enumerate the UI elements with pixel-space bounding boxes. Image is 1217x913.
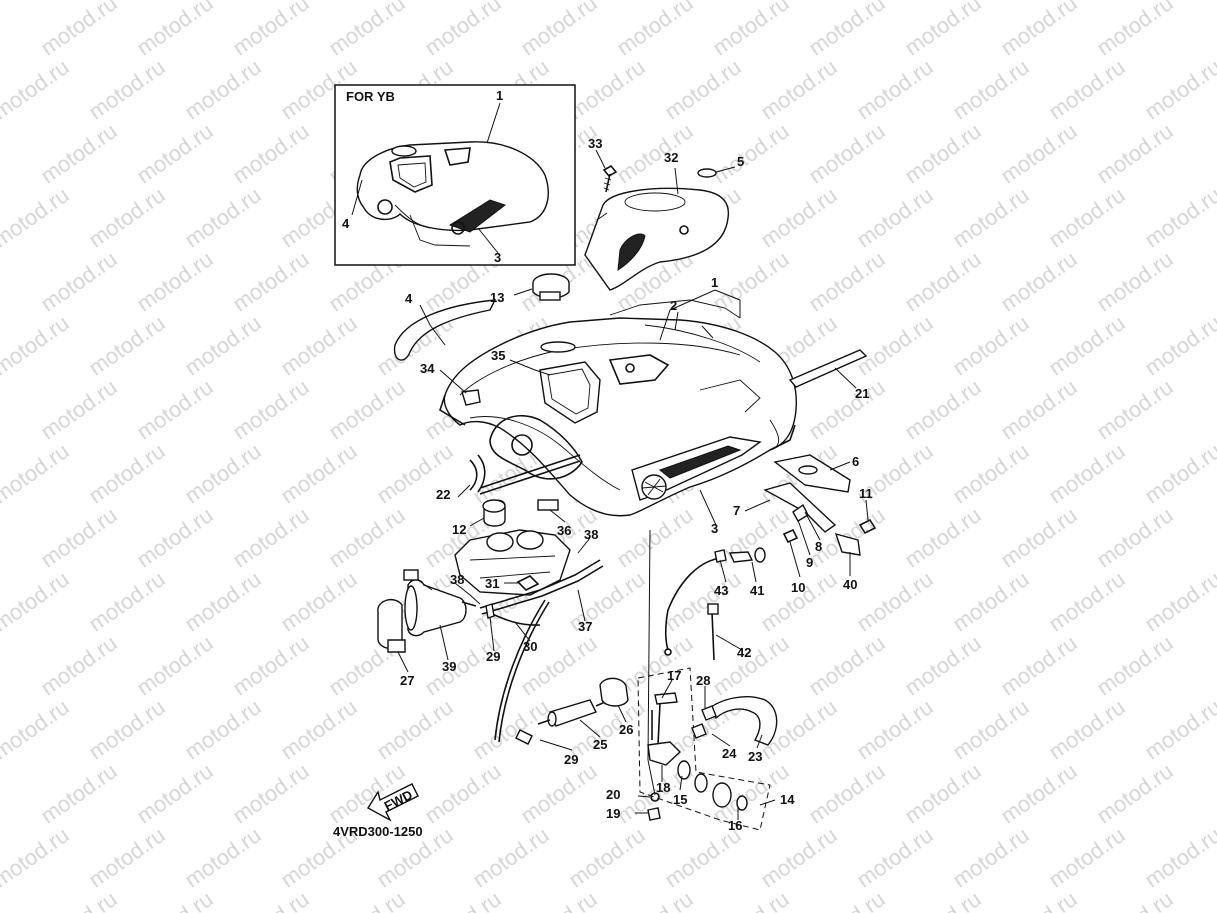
fuel-filter-25	[537, 699, 606, 727]
callout-19: 19	[606, 806, 620, 821]
fwd-arrow-icon: FWD	[367, 783, 419, 822]
callout-36: 36	[557, 523, 571, 538]
callout-12: 12	[452, 522, 466, 537]
callout-18: 18	[656, 780, 670, 795]
inset-label-4: 4	[342, 216, 350, 231]
drawing-code: 4VRD300-1250	[333, 824, 423, 839]
rear-bracket-6-7	[763, 454, 877, 556]
callout-27: 27	[400, 673, 414, 688]
callout-15: 15	[673, 792, 687, 807]
inset-label-3: 3	[494, 250, 501, 265]
callout-9: 9	[806, 555, 813, 570]
callout-6: 6	[852, 454, 859, 469]
callout-7: 7	[733, 503, 740, 518]
hose-23	[691, 696, 778, 746]
callout-24: 24	[722, 746, 737, 761]
inset-for-yb: FOR YB 1 4 3	[334, 84, 576, 266]
cable-41-43	[664, 547, 766, 656]
callout-38-right: 38	[584, 527, 598, 542]
callout-14: 14	[780, 792, 795, 807]
fuel-cap-13	[532, 273, 570, 301]
callout-21: 21	[855, 386, 869, 401]
strip-21	[788, 349, 868, 388]
callout-10: 10	[791, 580, 805, 595]
callout-39: 39	[442, 659, 456, 674]
callout-1: 1	[711, 275, 718, 290]
callout-41: 41	[750, 583, 764, 598]
fuel-cock-14	[637, 667, 771, 831]
callout-11: 11	[859, 486, 873, 501]
callout-16: 16	[728, 818, 742, 833]
callout-35: 35	[491, 348, 505, 363]
callout-5: 5	[737, 154, 744, 169]
callout-32: 32	[664, 150, 678, 165]
cable-tie-42	[711, 611, 715, 661]
knee-pad-4	[393, 299, 497, 361]
callout-40: 40	[843, 577, 857, 592]
callout-42: 42	[737, 645, 751, 660]
callout-38-left: 38	[450, 572, 464, 587]
callout-4: 4	[405, 291, 413, 306]
callout-8: 8	[815, 539, 822, 554]
hose-37	[479, 559, 604, 615]
callout-30: 30	[523, 639, 537, 654]
callout-29-lower: 29	[564, 752, 578, 767]
callout-43: 43	[714, 583, 728, 598]
inset-label-1: 1	[496, 88, 503, 103]
callout-29-upper: 29	[486, 649, 500, 664]
hose-long	[494, 599, 550, 743]
callout-26: 26	[619, 722, 633, 737]
inset-title: FOR YB	[346, 89, 395, 104]
pump-housing-31	[454, 529, 571, 596]
foam-12-36	[482, 499, 559, 527]
callout-3: 3	[711, 521, 718, 536]
callout-25: 25	[593, 737, 607, 752]
fwd-label: FWD	[382, 787, 415, 814]
fuel-tank-main	[439, 299, 797, 517]
bracket-26	[599, 677, 629, 707]
callout-37: 37	[578, 619, 592, 634]
callout-31: 31	[485, 576, 499, 591]
callout-34: 34	[420, 361, 435, 376]
callout-28: 28	[696, 673, 710, 688]
callout-20: 20	[606, 787, 620, 802]
callout-2: 2	[670, 298, 677, 313]
callout-13: 13	[490, 290, 504, 305]
callout-23: 23	[748, 749, 762, 764]
callout-labels: 1 2 3 4 5 6 7 8 9 10 11 12 13 14 15 16 1…	[400, 136, 873, 833]
tank-top-cover-32	[584, 164, 730, 291]
fuel-pump-39-27	[377, 569, 477, 653]
callout-33: 33	[588, 136, 602, 151]
callout-17: 17	[667, 668, 681, 683]
leader-lines	[397, 149, 869, 820]
callout-22: 22	[436, 487, 450, 502]
